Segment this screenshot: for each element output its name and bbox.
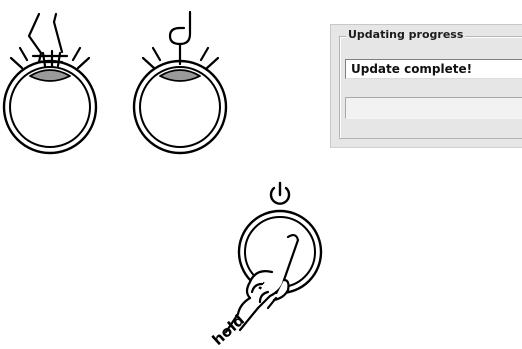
power-button-hold-illustration: hold — [210, 180, 340, 349]
group-title: Updating progress — [346, 28, 465, 41]
status-text-field: Update complete! — [345, 59, 522, 79]
progress-bar — [345, 97, 522, 119]
updating-progress-group — [339, 36, 522, 139]
power-icon — [271, 183, 289, 204]
key-press-illustration-right — [130, 10, 240, 160]
hold-caption: hold — [209, 311, 248, 349]
key-press-illustration-left — [0, 10, 110, 160]
update-progress-panel: Updating progress Update complete! — [330, 24, 522, 148]
